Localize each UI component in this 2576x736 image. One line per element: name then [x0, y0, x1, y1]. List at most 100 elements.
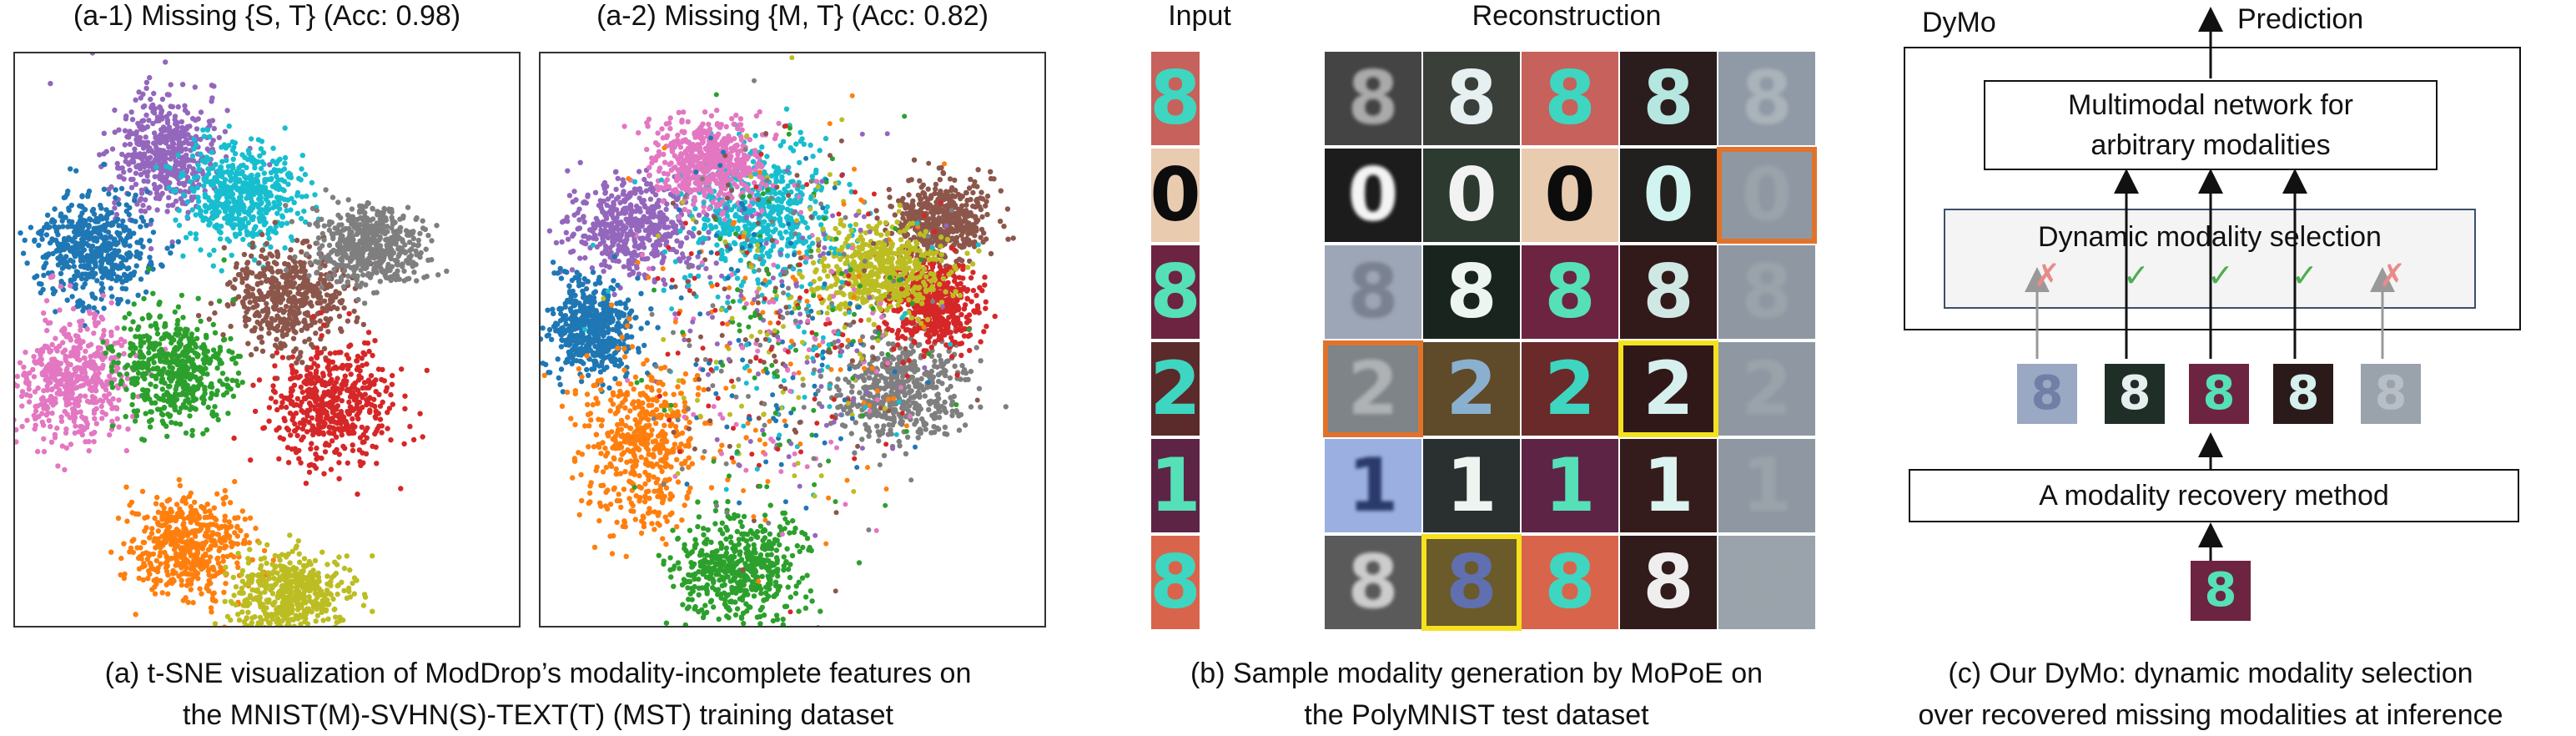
- input-image: 8: [1151, 52, 1200, 145]
- tsne-plot-a2: [539, 52, 1046, 628]
- reconstruction-image: 8: [1522, 536, 1618, 629]
- reconstruction-image: 8: [1423, 245, 1520, 339]
- digit-glyph: 8: [2118, 366, 2151, 421]
- tsne-cluster: [212, 532, 375, 626]
- digit-glyph: 8: [1347, 539, 1399, 625]
- reconstruction-image: 0: [1620, 149, 1717, 242]
- input-image: 2: [1151, 342, 1200, 436]
- digit-glyph: 8: [1151, 249, 1200, 335]
- tsne-cluster: [800, 300, 1009, 459]
- panel-a-caption-line2: the MNIST(M)-SVHN(S)-TEXT(T) (MST) train…: [183, 699, 893, 731]
- digit-glyph: 8: [1741, 539, 1793, 625]
- panel-b-caption-line2: the PolyMNIST test dataset: [1304, 699, 1649, 731]
- recovered-modality-image: 8: [2189, 364, 2249, 424]
- panel-b-caption: (b) Sample modality generation by MoPoE …: [1135, 653, 1819, 736]
- orange-highlight-box: [1717, 147, 1817, 244]
- digit-glyph: 1: [1151, 442, 1200, 528]
- reconstruction-image: 8: [1620, 52, 1717, 145]
- digit-glyph: 8: [2374, 366, 2407, 421]
- digit-glyph: 2: [1643, 345, 1694, 431]
- panel-a2-title: (a-2) Missing {M, T} (Acc: 0.82): [596, 0, 989, 32]
- reconstruction-image: 0: [1423, 149, 1520, 242]
- digit-glyph: 8: [1741, 249, 1793, 335]
- check-mark-icon: ✓: [2292, 257, 2318, 294]
- tsne-cluster: [100, 257, 245, 443]
- digit-glyph: 8: [1544, 55, 1596, 141]
- orange-highlight-box: [1323, 340, 1423, 437]
- tsne-cluster: [283, 187, 450, 306]
- reconstruction-image: 8: [1325, 536, 1421, 629]
- digit-glyph: 2: [1741, 345, 1793, 431]
- yellow-highlight-box: [1421, 534, 1522, 631]
- digit-glyph: 0: [1643, 152, 1694, 238]
- digit-glyph: 1: [1544, 442, 1596, 528]
- tsne-mixed-points: [581, 55, 981, 626]
- reconstruction-image: 8: [1423, 536, 1520, 629]
- recovered-modality-image: 8: [2361, 364, 2421, 424]
- digit-glyph: 0: [1151, 152, 1200, 238]
- reconstruction-image: 1: [1325, 439, 1421, 532]
- digit-glyph: 8: [1446, 249, 1497, 335]
- reconstruction-image: 8: [1718, 52, 1815, 145]
- reconstruction-image: 8: [1325, 245, 1421, 339]
- digit-glyph: 2: [1347, 345, 1399, 431]
- digit-glyph: 8: [2204, 563, 2237, 618]
- input-image: 8: [1151, 245, 1200, 339]
- digit-glyph: 0: [1347, 152, 1399, 238]
- recovered-modality-image: 8: [2273, 364, 2333, 424]
- recovered-modality-image: 8: [2105, 364, 2165, 424]
- reconstruction-image: 0: [1718, 149, 1815, 242]
- cross-mark-icon: ✗: [2379, 257, 2406, 294]
- input-image: 0: [1151, 149, 1200, 242]
- digit-glyph: 8: [2287, 366, 2320, 421]
- reconstruction-image: 0: [1522, 149, 1618, 242]
- digit-glyph: 1: [1741, 442, 1793, 528]
- digit-glyph: 0: [1544, 152, 1596, 238]
- reconstruction-image: 2: [1325, 342, 1421, 436]
- reconstruction-image: 8: [1522, 245, 1618, 339]
- digit-glyph: 2: [1151, 345, 1200, 431]
- panel-c-caption-line1: (c) Our DyMo: dynamic modality selection: [1948, 658, 2473, 689]
- reconstruction-image: 8: [1718, 245, 1815, 339]
- incomplete-input-image: 8: [2191, 561, 2251, 621]
- input-image: 8: [1151, 536, 1200, 629]
- digit-glyph: 8: [1347, 55, 1399, 141]
- network-line2: arbitrary modalities: [2090, 129, 2331, 161]
- input-image: 1: [1151, 439, 1200, 532]
- reconstruction-image: 8: [1325, 52, 1421, 145]
- dymo-label: DyMo: [1922, 7, 1996, 38]
- multimodal-network-box: Multimodal network for arbitrary modalit…: [1984, 80, 2438, 170]
- tsne-cluster: [108, 476, 276, 626]
- digit-glyph: 8: [1643, 55, 1694, 141]
- digit-glyph: 8: [1151, 55, 1200, 141]
- digit-glyph: 2: [1544, 345, 1596, 431]
- panel-a-caption-line1: (a) t-SNE visualization of ModDrop’s mod…: [104, 658, 972, 689]
- reconstruction-image: 1: [1423, 439, 1520, 532]
- recovery-method-box: A modality recovery method: [1909, 469, 2519, 522]
- panel-a1-title: (a-1) Missing {S, T} (Acc: 0.98): [73, 0, 461, 32]
- panel-b-caption-line1: (b) Sample modality generation by MoPoE …: [1190, 658, 1763, 689]
- digit-glyph: 1: [1446, 442, 1497, 528]
- tsne-cluster: [541, 254, 661, 395]
- digit-glyph: 2: [1446, 345, 1497, 431]
- reconstruction-image: 8: [1620, 245, 1717, 339]
- digit-glyph: 8: [2030, 366, 2064, 421]
- tsne-scatter-a1: [15, 53, 450, 626]
- reconstruction-image: 8: [1718, 536, 1815, 629]
- tsne-cluster: [231, 310, 430, 497]
- digit-glyph: 0: [1741, 152, 1793, 238]
- digit-glyph: 8: [1151, 539, 1200, 625]
- reconstruction-image: 2: [1423, 342, 1520, 436]
- digit-glyph: 8: [2202, 366, 2236, 421]
- reconstruction-image: 8: [1620, 536, 1717, 629]
- digit-glyph: 8: [1446, 539, 1497, 625]
- yellow-highlight-box: [1618, 340, 1718, 437]
- panel-c-caption: (c) Our DyMo: dynamic modality selection…: [1877, 653, 2544, 736]
- digit-glyph: 8: [1643, 249, 1694, 335]
- prediction-label: Prediction: [2237, 3, 2364, 35]
- panel-c-arrows: [2025, 7, 2395, 561]
- recovered-modality-image: 8: [2017, 364, 2077, 424]
- network-line1: Multimodal network for: [2067, 89, 2353, 121]
- recovery-method-label: A modality recovery method: [2039, 480, 2389, 512]
